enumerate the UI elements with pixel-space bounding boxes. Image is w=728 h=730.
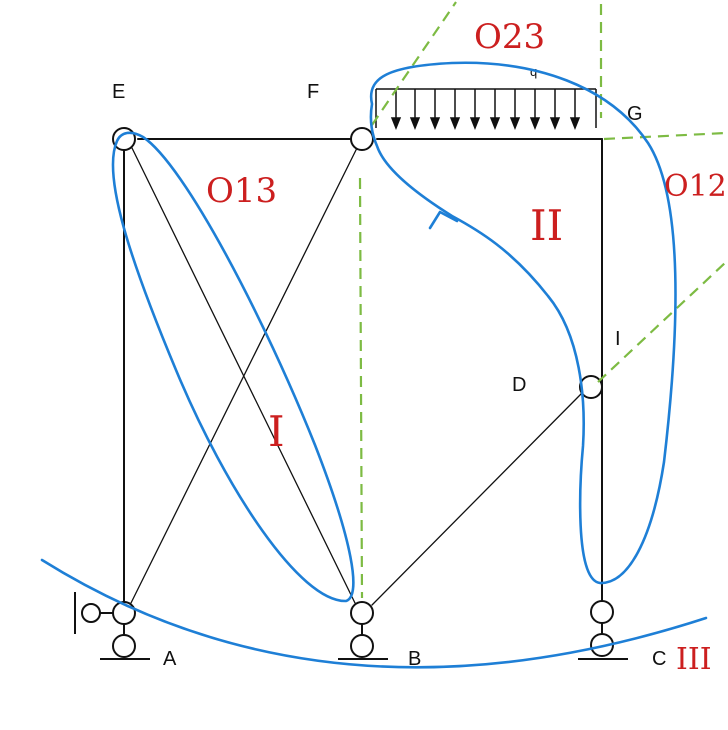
hinges: [112, 127, 614, 625]
rigid-body-outlines: [40, 61, 708, 669]
rigid-body-2-outline: [369, 61, 677, 585]
node-label-f: F: [307, 81, 319, 103]
node-label-e: E: [112, 81, 125, 103]
node-labels: E F G I D A B C: [112, 81, 666, 670]
ground-body-3-arc: [40, 558, 708, 669]
hinge-c: [590, 600, 614, 624]
supports: [74, 592, 628, 660]
label-body-3: III: [676, 642, 712, 677]
label-o13: O13: [206, 171, 277, 211]
node-label-g: G: [627, 103, 643, 125]
rigid-body-1-outline: [111, 131, 355, 603]
node-label-c: C: [652, 648, 666, 670]
node-label-d: D: [512, 374, 526, 396]
label-o23: O23: [474, 17, 545, 57]
guide-line-b-vertical: [358, 177, 364, 599]
distributed-load: [375, 88, 597, 131]
rigid-body-2-arrow: [428, 210, 459, 230]
label-o12: O12: [664, 169, 727, 204]
node-label-b: B: [408, 648, 421, 670]
load-arrows: [390, 89, 581, 131]
guide-line-g-o12: [603, 131, 727, 141]
node-label-a: A: [163, 648, 177, 670]
handwritten-labels: O23 O13 O12 I II III: [206, 17, 727, 677]
member-af: [129, 147, 358, 606]
label-body-2: II: [530, 201, 563, 250]
member-bd: [371, 392, 583, 606]
hinge-f: [350, 127, 374, 151]
support-b: [338, 624, 388, 660]
hinge-b: [350, 601, 374, 625]
guide-line-d-o12: [597, 261, 727, 383]
hinge-d: [579, 375, 603, 399]
guide-line-f-o23: [371, 1, 457, 126]
label-body-1: I: [268, 407, 285, 456]
support-a: [74, 592, 150, 660]
structure-frame: [123, 138, 603, 606]
node-label-i: I: [615, 328, 621, 350]
